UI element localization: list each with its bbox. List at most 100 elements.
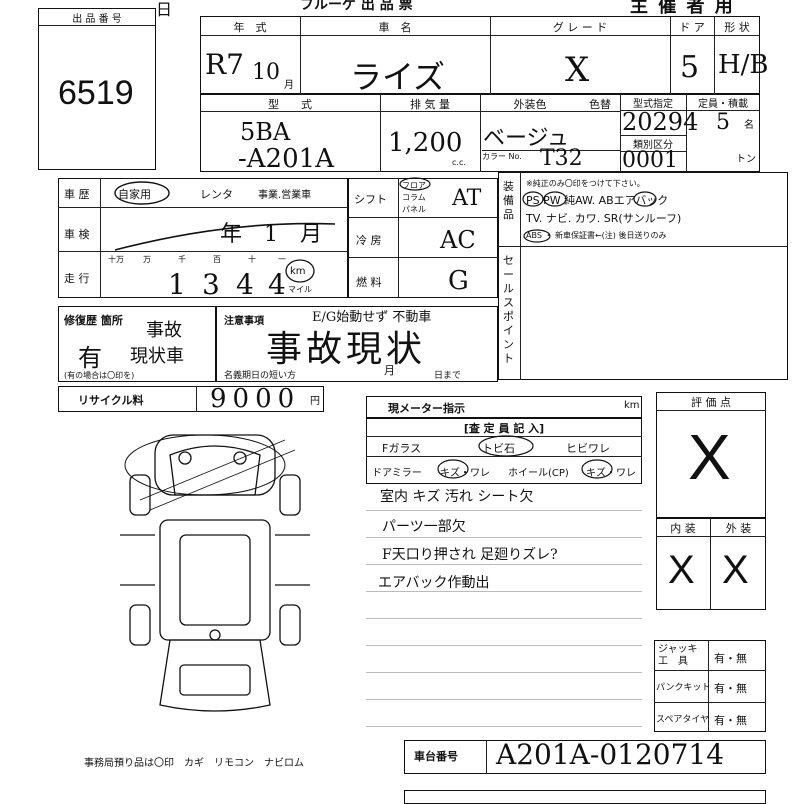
header-left-char: 日 — [156, 0, 173, 19]
th-doors: ド ア — [679, 21, 705, 34]
history-rental: レンタ — [200, 188, 233, 201]
equipment-line3: TV. ナビ. カワ. SR(サンルーフ) — [526, 212, 682, 225]
unit-mile: マイル — [288, 285, 312, 294]
th-class-code: 類別区分 — [620, 135, 686, 152]
puncture-value: 有・無 — [714, 682, 747, 695]
grade-value: X — [565, 50, 590, 90]
comment-1: 室内 キズ 汚れ シート欠 — [380, 489, 534, 505]
repair-note1: 事故 — [146, 320, 182, 341]
type-designation-value: 20294 — [622, 108, 699, 136]
recycle-value: 9000 — [210, 384, 301, 414]
recycle-divider — [196, 386, 197, 412]
th-capacity: 定員・積載 — [686, 95, 760, 111]
digit-label-1: 万 — [143, 255, 151, 264]
doors-value: 5 — [680, 50, 700, 85]
kizu-wore2-label: キズ・ワレ — [586, 468, 636, 479]
meter-unit: km — [624, 400, 640, 411]
th-shape: 形 状 — [724, 21, 750, 34]
digit-label-5: 一 — [278, 255, 286, 264]
bottom-box-edge — [404, 790, 766, 804]
fuel-label: 燃 料 — [356, 276, 382, 289]
top-col-div-3 — [670, 16, 671, 94]
kizu-circle-2 — [581, 459, 613, 479]
km-circle — [285, 259, 315, 283]
comment-lines — [366, 484, 642, 734]
car-diagram — [120, 434, 310, 712]
inspector-box — [366, 418, 642, 484]
ps-circle — [522, 191, 544, 207]
history-label: 車 歴 — [64, 188, 90, 201]
equipment-line2: PS PW 純AW. ABエアバック — [526, 194, 669, 207]
top-table — [200, 16, 760, 94]
spare-label: スペアタイヤ — [656, 715, 710, 725]
history-label-col — [100, 178, 101, 298]
jack-label: ジャッキ 工 具 — [658, 644, 698, 667]
header-title: ブルーゲ 出 品 票 — [300, 0, 413, 13]
meter-label: 現メーター指示 — [388, 402, 465, 415]
equipment-table — [498, 172, 788, 380]
car-name-value: ライズ — [350, 58, 446, 96]
model-col-div-1 — [380, 94, 381, 172]
notes-day: 日まで — [434, 371, 462, 381]
digit-label-0: 十万 — [108, 255, 124, 264]
model-line1: 5BA — [240, 118, 291, 146]
jack-value: 有・無 — [714, 652, 747, 665]
top-col-div-4 — [714, 16, 715, 94]
ab-circle — [633, 191, 657, 207]
model-col-div-2 — [480, 94, 481, 172]
color-code-value: T32 — [540, 146, 583, 171]
equipment-line4: ABS ・ 新車保証書←(注) 後日送りのみ — [526, 231, 667, 240]
notes-main: 事故現状 — [266, 329, 427, 370]
th-color-change: 色替 — [589, 98, 611, 111]
month-unit: 月 — [284, 80, 294, 91]
inspection-strike — [114, 222, 336, 251]
equipment-label: 装備品 — [503, 180, 514, 221]
kizu-circle-1 — [437, 459, 469, 479]
digit-label-3: 百 — [213, 255, 221, 264]
repair-note2: 現状車 — [130, 346, 184, 367]
lot-label: 出 品 番 号 — [39, 10, 155, 26]
floor-circle — [399, 177, 431, 191]
capacity-unit: 名 — [744, 120, 754, 131]
model-line2: -A201A — [238, 144, 334, 174]
exterior-value: ベージュ — [483, 126, 570, 151]
chassis-box — [404, 740, 766, 774]
th-exterior: 外装色 — [513, 98, 547, 111]
rating-box — [656, 392, 766, 518]
th-car-name: 車 名 — [378, 21, 412, 34]
fuel-value: G — [448, 266, 469, 296]
f-glass-label: Fガラス — [382, 442, 422, 455]
displacement-value: 1,200 — [388, 128, 463, 158]
specs-label-col — [398, 178, 399, 298]
notes-box — [216, 306, 498, 382]
repair-value: 有 — [78, 344, 102, 372]
recycle-label: リサイクル料 — [78, 394, 144, 407]
specs-row1 — [348, 178, 498, 218]
equipment-divider — [498, 246, 788, 247]
chassis-label: 車台番号 — [414, 750, 458, 763]
exterior-label: 外 装 — [711, 520, 766, 537]
top-col-div-2 — [490, 16, 491, 94]
digit-label-4: 十 — [248, 255, 256, 264]
meter-box — [366, 396, 642, 418]
wheel-label: ホイール(CP) — [508, 468, 569, 479]
tobi-ishi-label: トビ石 — [482, 442, 515, 455]
notes-label: 注意事項 — [224, 316, 264, 327]
comment-4: エアバック作動出 — [378, 575, 490, 591]
comment-2: パーツ一部欠 — [382, 519, 466, 535]
tools-box — [654, 640, 766, 732]
shift-opt-panel: パネル — [402, 205, 426, 214]
notes-deadline-label: 名義期日の短い方 — [224, 371, 297, 381]
month-value: 10 — [252, 60, 280, 85]
equipment-label-col — [520, 172, 521, 380]
top-col-div-1 — [300, 16, 301, 94]
ac-value: AC — [440, 226, 476, 254]
th-model: 型 式 — [268, 98, 312, 111]
interior-exterior-box — [656, 518, 766, 610]
comment-3: F天口り押され 足廻りズレ? — [382, 547, 558, 563]
kizu-wore-label: キズ・ワレ — [440, 468, 490, 479]
mileage-digit-4: 4 — [268, 268, 286, 301]
th-year: 年 式 — [233, 21, 267, 34]
chassis-value: A201A-0120714 — [496, 738, 725, 771]
color-code-label: カラー No. — [482, 150, 620, 162]
